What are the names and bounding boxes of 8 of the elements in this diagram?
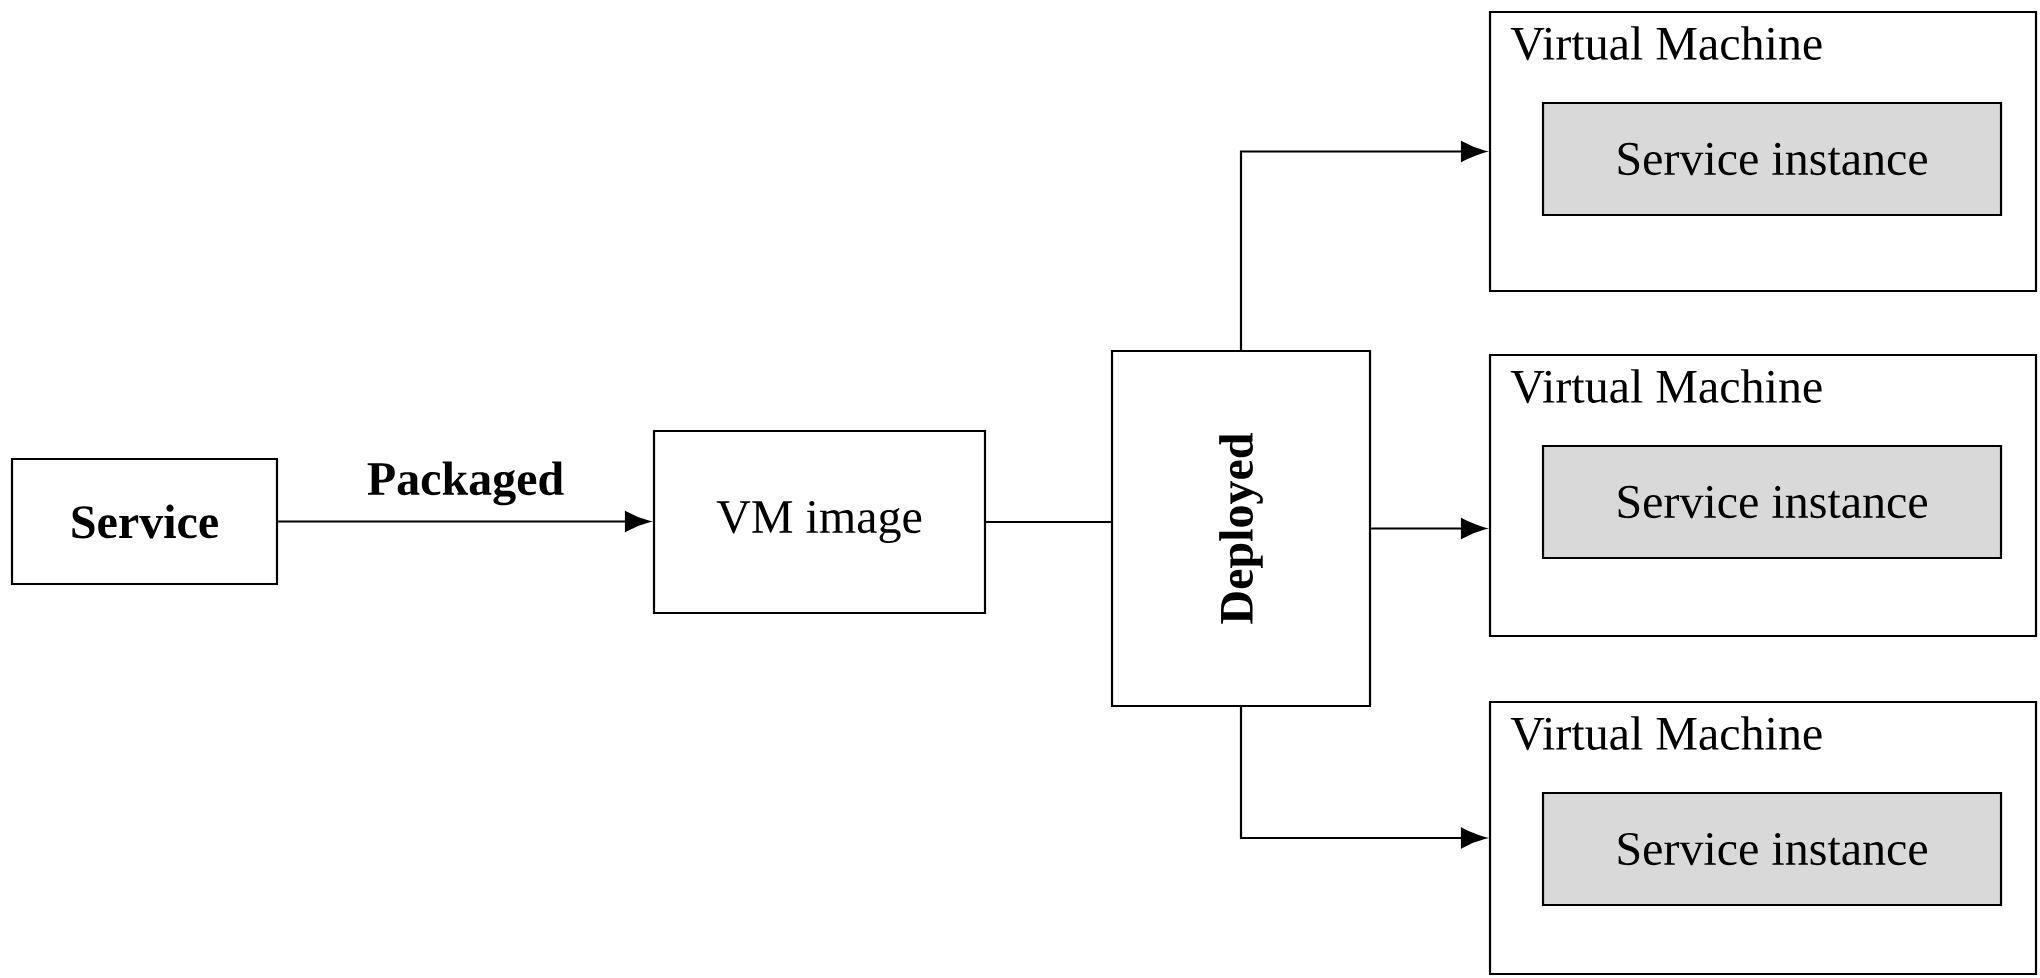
process-box: Deployed <box>1110 349 1372 708</box>
service-instance-box: Service instance <box>1541 791 2003 907</box>
service-instance-box: Service instance <box>1541 444 2003 560</box>
process-box: Service <box>10 457 279 586</box>
arrow <box>1239 707 1486 849</box>
process-box: VM image <box>652 429 987 615</box>
service-instance-box: Service instance <box>1541 101 2003 217</box>
edge-label: Packaged <box>367 461 564 506</box>
